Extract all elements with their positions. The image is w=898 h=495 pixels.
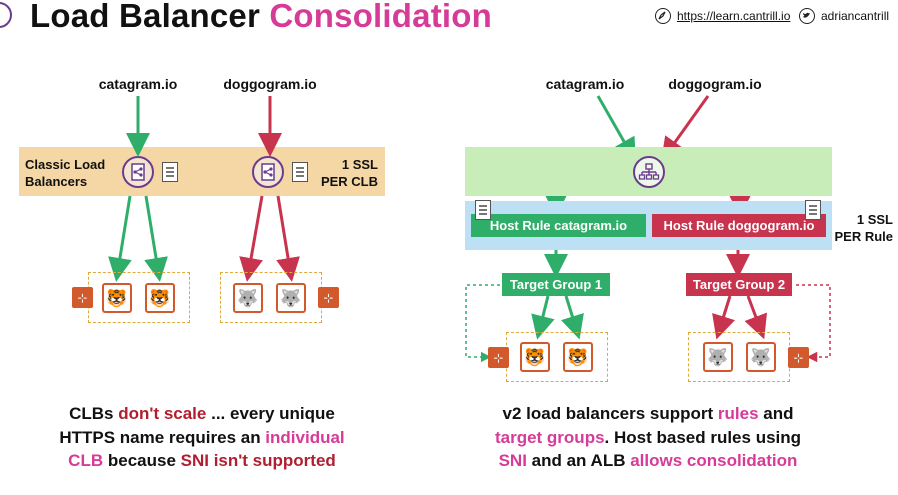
auto-scaling-icon: ⊹ [788, 347, 809, 368]
clb-band [19, 147, 385, 196]
ssl-certificate-icon [292, 162, 308, 182]
husky-dog-icon: 🐺 [750, 347, 772, 367]
husky-dog-icon: 🐺 [237, 288, 259, 308]
ssl-certificate-icon [162, 162, 178, 182]
cat-face-icon: 🐯 [106, 288, 128, 308]
auto-scaling-icon: ⊹ [318, 287, 339, 308]
right-caption: v2 load balancers support rules and targ… [494, 404, 802, 470]
ec2-instance-dog: 🐺 [703, 342, 733, 372]
title-accent: Consolidation [269, 0, 492, 34]
left-domain-doggogram: doggogram.io [223, 76, 317, 92]
ec2-instance-cat: 🐯 [145, 283, 175, 313]
classic-load-balancer-icon [252, 156, 284, 188]
compass-icon [655, 8, 671, 24]
ec2-instance-cat: 🐯 [563, 342, 593, 372]
right-domain-catagram: catagram.io [545, 76, 625, 92]
ec2-instance-dog: 🐺 [233, 283, 263, 313]
host-rule-doggogram: Host Rule doggogram.io [652, 214, 826, 237]
husky-dog-icon: 🐺 [280, 288, 302, 308]
classic-load-balancer-icon [122, 156, 154, 188]
ssl-certificate-icon [475, 200, 491, 220]
host-rule-catagram: Host Rule catagram.io [471, 214, 646, 237]
ec2-instance-cat: 🐯 [102, 283, 132, 313]
ec2-instance-dog: 🐺 [746, 342, 776, 372]
clb-band-label: Classic Load Balancers [25, 157, 106, 189]
target-group-1: Target Group 1 [502, 273, 610, 296]
ec2-instance-dog: 🐺 [276, 283, 306, 313]
cat-face-icon: 🐯 [567, 347, 589, 367]
ssl-certificate-icon [805, 200, 821, 220]
left-caption: CLBs don't scale ... every unique HTTPS … [59, 404, 345, 470]
page-title: Load Balancer Consolidation [30, 0, 492, 35]
application-load-balancer-icon [633, 156, 665, 188]
auto-scaling-icon: ⊹ [488, 347, 509, 368]
target-group-2: Target Group 2 [686, 273, 792, 296]
cat-face-icon: 🐯 [524, 347, 546, 367]
ssl-per-clb-label: 1 SSL PER CLB [320, 157, 378, 189]
right-domain-doggogram: doggogram.io [668, 76, 762, 92]
ssl-per-rule-label: 1 SSL PER Rule [834, 212, 893, 244]
ec2-instance-cat: 🐯 [520, 342, 550, 372]
twitter-handle[interactable]: adriancantrill [821, 9, 890, 23]
left-domain-catagram: catagram.io [98, 76, 178, 92]
auto-scaling-icon: ⊹ [72, 287, 93, 308]
husky-dog-icon: 🐺 [707, 347, 729, 367]
twitter-bird-icon [799, 8, 815, 24]
title-plain: Load Balancer [30, 0, 261, 34]
course-link[interactable]: https://learn.cantrill.io [677, 9, 791, 23]
cat-face-icon: 🐯 [149, 288, 171, 308]
